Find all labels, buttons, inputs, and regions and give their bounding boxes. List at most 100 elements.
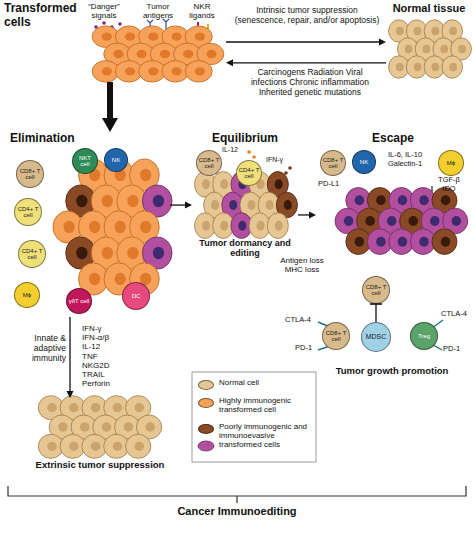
cell-nucleus <box>58 422 68 431</box>
cell-nucleus <box>247 200 255 210</box>
cell-nucleus <box>102 422 112 431</box>
cell-nucleus <box>396 27 404 36</box>
cell-name: Mϕ <box>15 292 39 298</box>
stage-group: Tumor growth promotionCD8+ T cellCD8+ T … <box>312 274 472 390</box>
cell-nucleus <box>153 247 164 259</box>
cell-nucleus <box>76 247 87 259</box>
tumor-cell <box>432 229 457 255</box>
text-label: PD-L1 <box>318 180 339 189</box>
cell-nucleus <box>171 33 181 41</box>
cell-nucleus <box>275 221 283 231</box>
danger-dot <box>102 21 106 25</box>
text-label: IL-12 <box>222 146 238 154</box>
cell-cluster <box>390 22 470 76</box>
immune-cell: CD8+ T cell <box>322 322 350 350</box>
immune-cell: MDSC <box>361 322 391 352</box>
cell-nucleus <box>113 50 123 58</box>
cell-nucleus <box>115 273 126 285</box>
cell-name: CD8+ T cell <box>363 284 389 297</box>
immune-cell: γδT cell <box>66 288 92 314</box>
immune-cell: CD4+ T cell <box>14 198 42 226</box>
text-label: IL-6, IL-10 Galectin-1 <box>378 151 432 168</box>
cell-nucleus <box>63 221 74 233</box>
cell-nucleus <box>257 221 265 231</box>
cell-nucleus <box>145 422 155 431</box>
stage-heading: Normal tissue <box>386 2 472 15</box>
cell-nucleus <box>89 273 100 285</box>
legend-swatch <box>198 398 214 408</box>
cell-nucleus <box>398 237 407 247</box>
cell-nucleus <box>414 27 422 36</box>
cell-cluster <box>326 190 466 252</box>
cell-nucleus <box>140 169 151 181</box>
cell-nucleus <box>80 422 90 431</box>
stage-group: Normal tissue <box>386 2 472 78</box>
cell-name: CD8+ T cell <box>323 330 349 343</box>
connector <box>102 82 118 132</box>
arrow-head <box>185 202 192 209</box>
cell-nucleus <box>102 247 113 259</box>
cell-nucleus <box>113 442 123 451</box>
stage-heading: Transformed cells <box>4 2 84 30</box>
cell-nucleus <box>220 221 228 231</box>
cell-name: DC <box>123 293 149 299</box>
text-label: NKR ligands <box>182 2 222 20</box>
cell-name: CD8+ T cell <box>321 157 345 170</box>
tumor-cell <box>126 434 151 458</box>
tumor-cell <box>185 61 212 82</box>
connector-line <box>298 214 310 215</box>
cell-nucleus <box>125 33 135 41</box>
legend-swatch <box>198 380 214 390</box>
immune-cell: NK <box>352 150 376 174</box>
cell-nucleus <box>206 50 216 58</box>
cell-name: CD8+ T cell <box>197 157 221 170</box>
immune-cell: Mϕ <box>14 282 40 308</box>
stage-heading: Elimination <box>10 132 90 146</box>
legend-swatch <box>198 424 214 434</box>
cell-nucleus <box>449 63 457 72</box>
stage-group: Extrinsic tumor suppression <box>25 398 175 486</box>
cell-nucleus <box>458 45 466 54</box>
cell-nucleus <box>414 63 422 72</box>
cell-nucleus <box>441 237 450 247</box>
legend-text: Poorly immunogenic and immunoevasive tra… <box>219 422 311 450</box>
connector <box>298 211 316 218</box>
cell-nucleus <box>202 221 210 231</box>
stage-heading: Escape <box>316 132 470 146</box>
immune-cell: CD8+ T cell <box>16 160 44 188</box>
cell-nucleus <box>408 216 417 226</box>
cell-nucleus <box>125 67 135 75</box>
immune-cell: CD4+ T cell <box>18 240 46 268</box>
connector-line <box>170 204 186 205</box>
cell-nucleus <box>195 33 205 41</box>
edge-label: Carcinogens Radiation Viral infections C… <box>241 68 379 97</box>
cell-nucleus <box>115 221 126 233</box>
cell-name: CD4+ T cell <box>237 167 261 180</box>
connector <box>226 59 386 66</box>
cell-nucleus <box>124 422 134 431</box>
immune-cell: Treg <box>410 322 438 350</box>
stage-group: EliminationCD8+ T cellNKT cellNKCD4+ T c… <box>10 132 170 317</box>
cell-nucleus <box>344 216 353 226</box>
cell-nucleus <box>102 67 112 75</box>
connector <box>226 39 386 46</box>
connector <box>67 317 74 398</box>
cell-nucleus <box>134 403 144 412</box>
cell-name: CD4+ T cell <box>19 248 45 261</box>
cell-nucleus <box>134 442 144 451</box>
cell-name: CD4+ T cell <box>15 206 41 219</box>
cell-nucleus <box>153 195 164 207</box>
text-label: CTLA-4 <box>285 316 311 325</box>
cytokine-dot <box>288 166 292 170</box>
tumor-cell <box>442 56 463 78</box>
text-label: PD-1 <box>295 344 312 353</box>
stage-group: EquilibriumTumor dormancy and editingCD8… <box>192 132 298 260</box>
cell-nucleus <box>266 200 274 210</box>
cell-nucleus <box>452 216 461 226</box>
cell-nucleus <box>405 45 413 54</box>
cell-name: MDSC <box>362 333 390 340</box>
connector-line <box>226 41 380 42</box>
cytokine-dot <box>247 150 251 154</box>
text-label: TGF-β IDO <box>434 176 464 193</box>
